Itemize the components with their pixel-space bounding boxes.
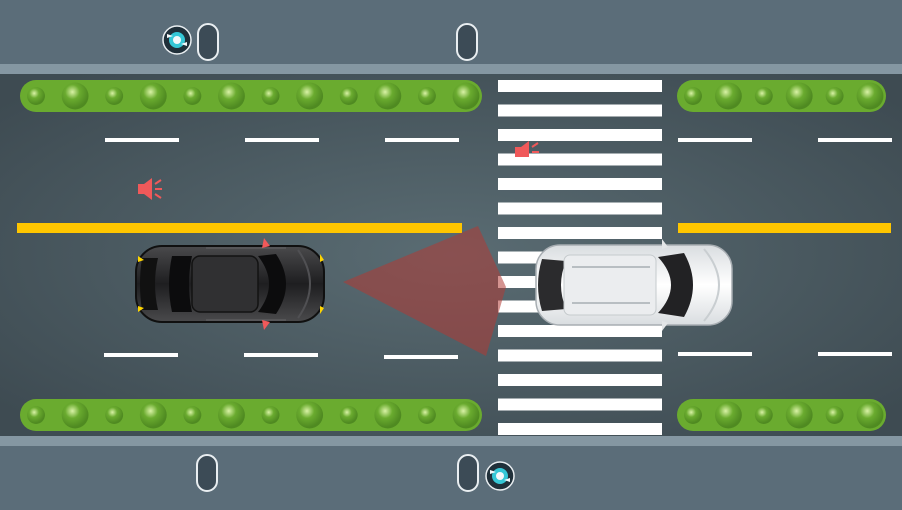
bush	[825, 406, 844, 424]
lane-dash	[818, 352, 892, 356]
bush	[218, 401, 245, 429]
bush	[785, 82, 813, 110]
hedge-top-right	[677, 80, 886, 112]
lane-dash	[678, 352, 752, 356]
bush	[417, 406, 436, 424]
bush	[61, 82, 89, 110]
sidewalk-top	[0, 0, 902, 68]
bush	[714, 82, 742, 110]
lane-dash	[104, 353, 178, 357]
bush	[856, 82, 884, 110]
bush	[856, 401, 884, 429]
hedge-bottom-left	[20, 399, 482, 431]
bush	[139, 82, 167, 110]
lane-dash	[245, 138, 319, 142]
hedge-strip	[677, 399, 886, 431]
hedge-top-left	[20, 80, 482, 112]
crosswalk-stripe	[498, 349, 662, 362]
crosswalk-stripe	[498, 398, 662, 411]
roadside-camera-icon	[485, 461, 515, 491]
bush	[105, 87, 124, 105]
crosswalk-stripe	[498, 202, 662, 215]
roadside-camera-icon	[162, 25, 192, 55]
lane-dash	[818, 138, 892, 142]
sensor-beam	[343, 226, 506, 356]
bush	[452, 401, 480, 429]
speaker-alert-icon	[138, 178, 162, 200]
bush	[684, 87, 702, 105]
bush	[825, 87, 844, 105]
bush	[139, 401, 167, 429]
hedge-strip	[677, 80, 886, 112]
crosswalk-stripe	[498, 80, 662, 92]
black-car	[135, 238, 325, 330]
crosswalk-stripe	[498, 104, 662, 117]
lane-dash	[105, 138, 179, 142]
center-line-right	[678, 223, 891, 233]
hedge-strip	[20, 399, 482, 431]
bush	[374, 82, 402, 110]
lane-dash	[678, 138, 752, 142]
bush	[61, 401, 89, 429]
crosswalk-stripe	[498, 153, 662, 166]
bush	[754, 87, 773, 105]
speaker-alert-icon	[515, 141, 539, 157]
lane-dash	[244, 353, 318, 357]
bush	[261, 406, 280, 424]
curb-bottom	[0, 436, 902, 446]
hedge-strip	[20, 80, 482, 112]
bush	[714, 401, 742, 429]
bush	[339, 87, 358, 105]
crosswalk-stripe	[498, 227, 662, 239]
bush	[785, 401, 813, 429]
bush	[183, 406, 202, 424]
crosswalk-stripe	[498, 325, 662, 337]
crosswalk-stripe	[498, 129, 662, 141]
crosswalk-stripe	[498, 423, 662, 435]
lane-dash	[385, 138, 459, 142]
bush	[339, 406, 358, 424]
lane-lines	[104, 138, 892, 359]
bollard-icon	[196, 23, 479, 492]
bush	[27, 406, 45, 424]
sidewalk-bottom	[0, 442, 902, 510]
bush	[417, 87, 436, 105]
hedge-bottom-right	[677, 399, 886, 431]
bush	[218, 82, 245, 110]
bush	[27, 87, 45, 105]
bush	[684, 406, 702, 424]
curb-top	[0, 64, 902, 74]
bush	[261, 87, 280, 105]
bush	[754, 406, 773, 424]
bush	[452, 82, 480, 110]
lane-dash	[384, 355, 458, 359]
bush	[105, 406, 124, 424]
bush	[296, 401, 324, 429]
crosswalk-stripe	[498, 178, 662, 190]
crosswalk-stripe	[498, 374, 662, 386]
bush	[296, 82, 324, 110]
bush	[183, 87, 202, 105]
bush	[374, 401, 402, 429]
white-car	[535, 239, 733, 331]
center-line-left	[17, 223, 462, 233]
